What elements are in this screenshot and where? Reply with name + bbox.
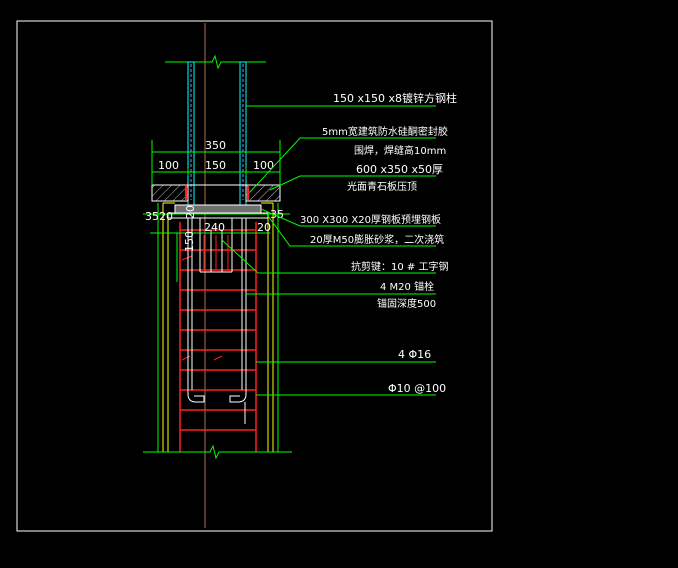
sealant-joint	[185, 186, 249, 200]
drawing-frame	[16, 20, 493, 532]
label-stone-2: 光面青石板压顶	[347, 180, 417, 193]
section-extension-lines	[151, 140, 281, 452]
bottom-break-line	[143, 444, 292, 460]
shear-key	[199, 218, 233, 273]
mortar-layer	[167, 212, 269, 219]
dim-350: 350	[205, 139, 226, 152]
stone-coping	[151, 184, 281, 202]
dim-20-right: 20	[257, 221, 271, 234]
label-stone-1: 600 x350 x50厚	[356, 163, 443, 176]
anchor-bolts	[187, 218, 247, 424]
dim-20-left: 20	[159, 210, 173, 223]
label-steel-column: 150 x150 x8镀锌方钢柱	[333, 91, 457, 105]
label-mortar: 20厚M50膨胀砂浆，二次浇筑	[310, 233, 444, 246]
dim-35-left: 35	[145, 210, 159, 223]
stirrup-hooks	[181, 255, 223, 361]
label-bolts: 4 M20 锚栓	[380, 280, 434, 293]
top-break-line	[165, 54, 266, 70]
dim-35-right: 35	[270, 208, 284, 221]
dim-20-mid: 20	[184, 205, 197, 219]
label-waterproof-2: 围焊，焊缝高10mm	[354, 144, 446, 157]
label-stirrup: Φ10 @100	[388, 382, 446, 395]
dim-150: 150	[205, 159, 226, 172]
label-rebar-main: 4 Φ16	[398, 348, 431, 361]
dim-150-vert: 150	[183, 231, 196, 252]
dim-240: 240	[204, 221, 225, 234]
concrete-column	[162, 202, 274, 452]
dimension-lines	[143, 151, 290, 282]
label-waterproof-1: 5mm宽建筑防水硅酮密封胶	[322, 125, 448, 138]
label-plate: 300 X300 X20厚钢板预埋钢板	[300, 213, 441, 226]
steel-square-tube	[187, 61, 247, 213]
shear-key-hatch	[203, 235, 229, 270]
label-anchor-depth: 锚固深度500	[377, 297, 436, 310]
label-shear-key: 抗剪键：10 # 工字钢	[351, 260, 448, 273]
leader-lines	[221, 105, 436, 396]
rebar-cage	[179, 222, 257, 452]
dim-100-right: 100	[253, 159, 274, 172]
dim-100-left: 100	[158, 159, 179, 172]
